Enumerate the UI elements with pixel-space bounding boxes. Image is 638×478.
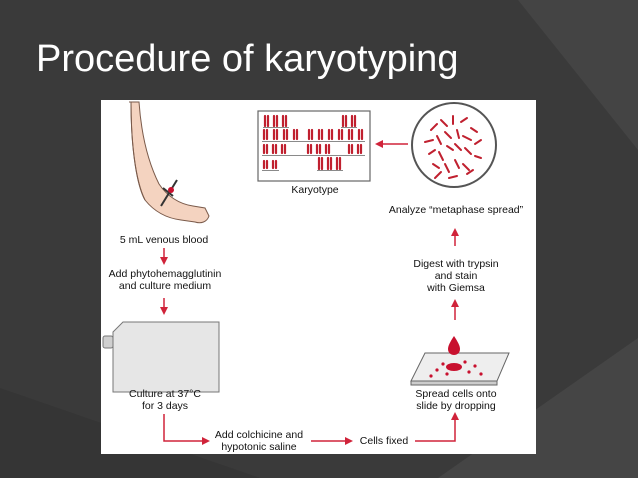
label-line: with Giemsa [427, 282, 485, 294]
label-line: Karyotype [291, 184, 339, 196]
step-analyze-label: Analyze “metaphase spread” [377, 204, 535, 216]
label-line: for 3 days [141, 400, 189, 412]
blood-drop-icon [448, 336, 460, 355]
chromosome-row [263, 114, 357, 128]
microscope-slide-icon [410, 352, 510, 386]
step-add-pha-label: Add phytohemagglutinin and culture mediu… [101, 268, 229, 292]
label-line: hypotonic saline [221, 441, 297, 453]
karyotype-chart [257, 110, 371, 182]
label-line: Cells fixed [359, 435, 409, 447]
step-culture-label: Culture at 37°C for 3 days [115, 388, 215, 412]
arrow [415, 412, 459, 442]
diagram-graphics [102, 101, 510, 445]
step-fixed-label: Cells fixed [353, 435, 415, 447]
label-line: Analyze “metaphase spread” [388, 204, 524, 216]
chromosome-row [262, 156, 342, 171]
metaphase-spread-image [411, 102, 497, 188]
chromosome-row [262, 128, 364, 141]
culture-flask-icon [102, 321, 220, 393]
label-line: Spread cells onto [415, 388, 497, 400]
karyotyping-diagram: 5 mL venous blood Add phytohemagglutinin… [101, 100, 536, 454]
label-line: slide by dropping [416, 400, 496, 412]
step-blood-label: 5 mL venous blood [109, 234, 219, 246]
label-line: Add colchicine and [214, 429, 304, 441]
karyotype-label: Karyotype [283, 184, 347, 196]
slide-title: Procedure of karyotyping [36, 38, 459, 80]
step-colchicine-label: Add colchicine and hypotonic saline [209, 429, 309, 453]
arm-illustration [129, 101, 210, 224]
step-spread-label: Spread cells onto slide by dropping [401, 388, 511, 412]
label-line: and stain [434, 270, 478, 282]
label-line: Digest with trypsin [413, 258, 499, 270]
label-line: Culture at 37°C [129, 388, 201, 400]
label-line: Add phytohemagglutinin [108, 268, 222, 280]
arrow [163, 414, 210, 445]
label-line: 5 mL venous blood [119, 234, 209, 246]
label-line: and culture medium [118, 280, 212, 292]
step-digest-label: Digest with trypsin and stain with Giems… [401, 258, 511, 294]
syringe-icon [160, 179, 178, 207]
process-arrows [160, 140, 459, 445]
background-shape [518, 0, 638, 150]
chromosome-row [262, 143, 363, 155]
